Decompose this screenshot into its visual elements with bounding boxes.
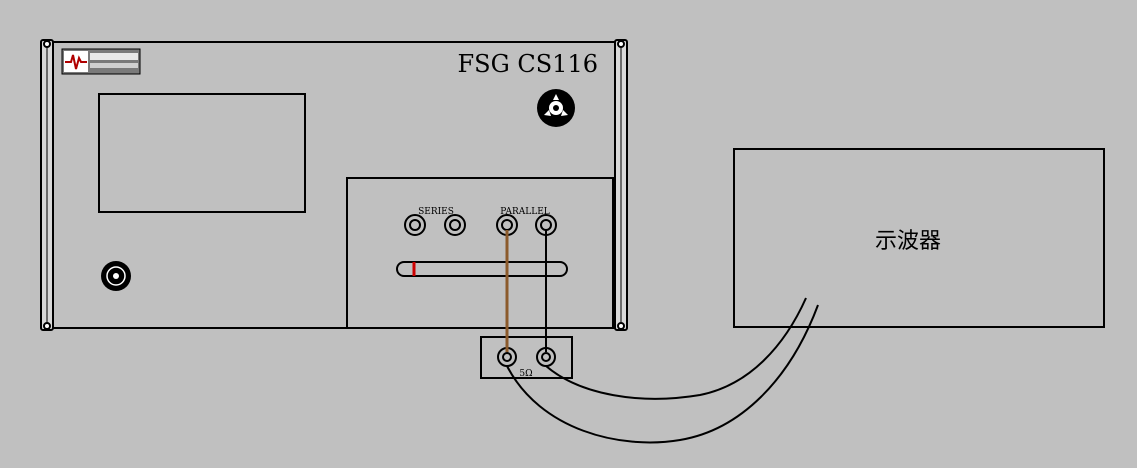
rotary-knob-icon[interactable]	[537, 89, 575, 127]
probe-cable-1	[506, 304, 819, 444]
series-terminal-1[interactable]	[404, 214, 426, 236]
series-label: SERIES	[418, 207, 454, 217]
terminal-panel	[346, 177, 614, 329]
series-terminal-2[interactable]	[444, 214, 466, 236]
adjust-slider[interactable]	[396, 261, 568, 277]
load-box	[480, 336, 573, 379]
oscilloscope-label: 示波器	[875, 229, 941, 254]
display-screen	[98, 93, 306, 213]
power-button-icon[interactable]	[101, 261, 131, 291]
load-label: 5Ω	[519, 369, 532, 379]
model-label: FSG CS116	[457, 50, 598, 78]
probe-cable-2	[545, 297, 807, 400]
brand-logo	[61, 48, 141, 75]
parallel-label: PARALLEL	[500, 207, 550, 217]
oscilloscope-box	[733, 148, 1105, 328]
